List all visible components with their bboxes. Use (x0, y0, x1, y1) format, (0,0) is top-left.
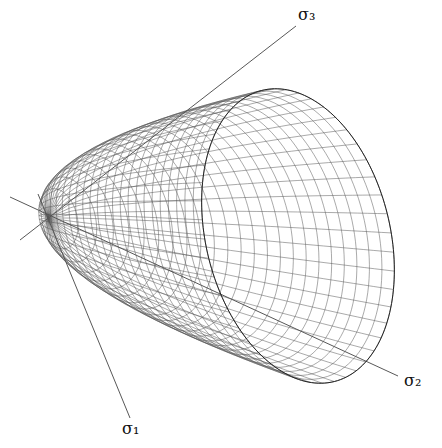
mesh-line (120, 116, 267, 341)
mesh-line (97, 127, 227, 326)
mesh-line (48, 211, 387, 218)
mesh-line (160, 101, 331, 363)
mesh-line (152, 104, 319, 359)
mesh-line (56, 155, 144, 289)
mesh-line (76, 139, 187, 309)
mesh-line (48, 195, 382, 218)
mesh-line (193, 91, 382, 379)
mesh-line (41, 218, 214, 277)
mesh-line (48, 218, 356, 371)
mesh-line (105, 123, 241, 331)
mesh-line (185, 94, 369, 376)
mesh-line (48, 160, 367, 218)
mesh-line (48, 95, 251, 218)
mesh-line (128, 113, 280, 346)
mesh-line (113, 119, 255, 336)
axis-label: σ₃ (296, 6, 317, 24)
mesh-line (48, 218, 374, 351)
axis-label: σ₁ (120, 420, 141, 438)
mesh-line (90, 130, 214, 320)
mesh-line (48, 218, 297, 379)
mesh-line (48, 218, 393, 289)
mesh-line (202, 89, 395, 383)
mesh-line (39, 189, 78, 249)
mesh-line (48, 218, 310, 382)
mesh-line (48, 218, 394, 271)
mesh-line (45, 168, 113, 272)
mesh-line (48, 93, 299, 218)
mesh-line (168, 99, 344, 368)
axis-line (10, 197, 398, 376)
mesh-line (83, 135, 201, 315)
mesh-line (48, 218, 272, 365)
mesh-line (50, 161, 129, 281)
mesh-line (48, 218, 334, 382)
axis-label: σ₂ (402, 372, 423, 390)
mesh-line (41, 177, 97, 262)
cap-outline (202, 89, 395, 383)
mesh-line (69, 144, 173, 303)
mesh-line (144, 107, 306, 355)
axis-line (20, 26, 296, 240)
mesh-rings (39, 89, 395, 383)
mesh-generators (39, 89, 395, 383)
mesh-line (48, 130, 347, 218)
mesh-line (40, 218, 209, 258)
mesh-line (48, 218, 387, 323)
